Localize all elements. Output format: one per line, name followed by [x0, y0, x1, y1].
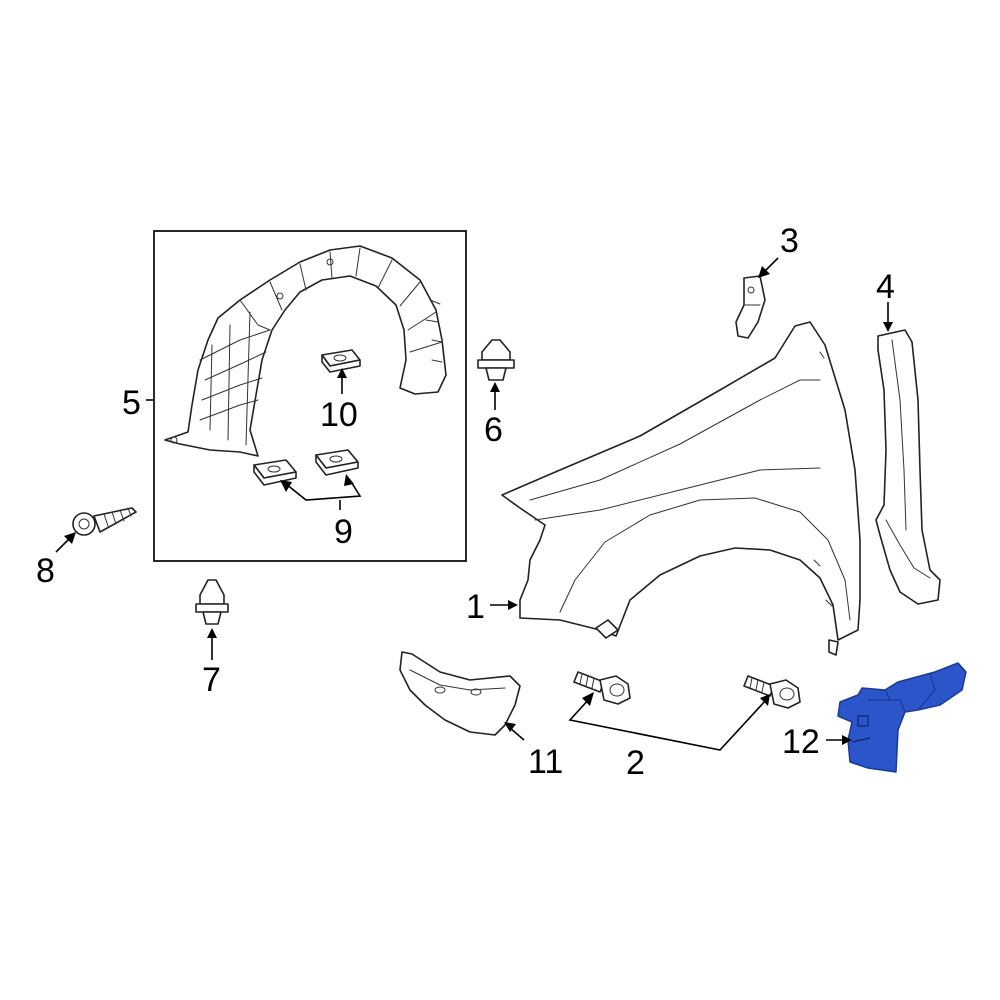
clip-nut-9b[interactable]: [315, 449, 359, 476]
callout-4: 4: [876, 268, 895, 306]
callout-10: 10: [320, 396, 358, 434]
clip-nut-10[interactable]: [321, 349, 361, 373]
leader-4: [883, 302, 893, 332]
callout-1: 1: [466, 588, 485, 626]
callout-8: 8: [36, 552, 55, 590]
leader-3: [758, 257, 779, 278]
bracket-3[interactable]: [735, 275, 766, 339]
leader-6: [490, 382, 500, 410]
leader-10: [337, 368, 347, 394]
fender-liner-part[interactable]: [164, 245, 447, 457]
bracket-12-body: [837, 662, 967, 773]
leader-2: [568, 692, 770, 751]
callout-7: 7: [202, 661, 221, 699]
fender-seal-4[interactable]: [875, 329, 941, 605]
callout-9: 9: [334, 513, 353, 551]
liner-inset-box: [153, 230, 467, 562]
fender-part[interactable]: [501, 321, 861, 656]
mud-guard-11[interactable]: [399, 651, 521, 736]
leader-11: [504, 722, 525, 741]
screw-8[interactable]: [72, 507, 137, 536]
callout-2: 2: [626, 744, 645, 782]
bolt-2b[interactable]: [743, 675, 801, 709]
leader-1: [490, 600, 518, 610]
bolt-2a[interactable]: [573, 671, 631, 705]
leader-7: [207, 628, 217, 660]
bracket-12-highlighted[interactable]: [837, 662, 967, 773]
push-clip-7[interactable]: [195, 579, 229, 625]
callout-11: 11: [528, 743, 563, 781]
clip-nut-9a[interactable]: [253, 459, 297, 486]
leader-8: [55, 532, 76, 553]
leader-9: [280, 474, 362, 510]
callout-6: 6: [484, 411, 503, 449]
callout-12: 12: [782, 723, 820, 761]
leader-12: [826, 735, 852, 745]
push-clip-6[interactable]: [477, 339, 515, 381]
callout-5: 5: [122, 384, 141, 422]
callout-3: 3: [780, 222, 799, 260]
